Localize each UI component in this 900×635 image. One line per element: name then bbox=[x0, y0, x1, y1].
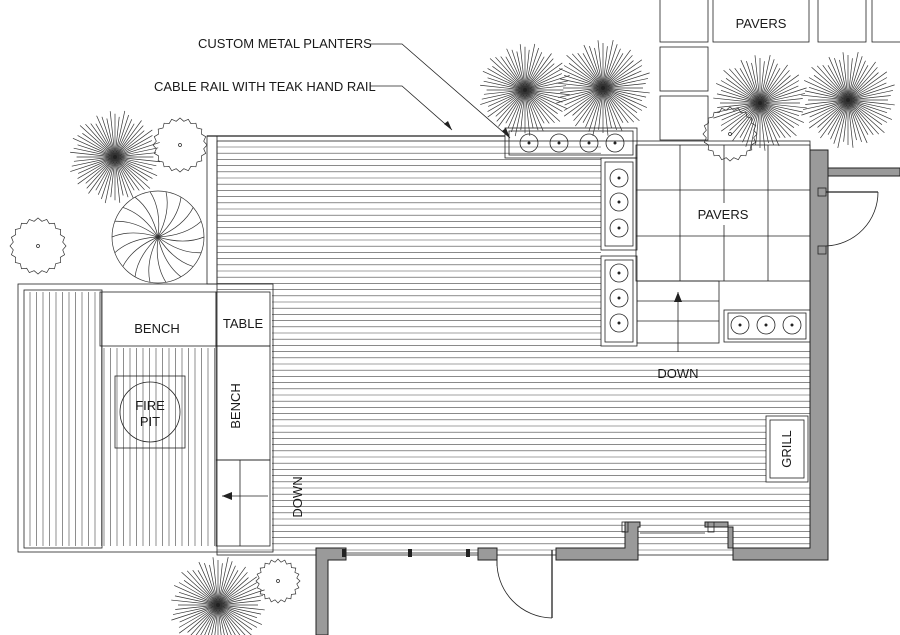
tree-symbol bbox=[713, 54, 807, 152]
planter-pot bbox=[549, 133, 569, 153]
shrub-symbol bbox=[255, 558, 301, 604]
lower-left-deck bbox=[17, 283, 274, 553]
planter-vertical-upper bbox=[600, 157, 638, 251]
planter-pot-center bbox=[617, 271, 621, 275]
label-pavers-mid: PAVERS bbox=[698, 207, 749, 222]
label-fire-pit-line2: PIT bbox=[140, 414, 160, 429]
planter-pot bbox=[609, 168, 629, 188]
planter-pot-center bbox=[617, 296, 621, 300]
steps-left bbox=[215, 459, 271, 547]
label-custom-metal-planters: CUSTOM METAL PLANTERS bbox=[198, 36, 372, 51]
fire-pit-base bbox=[114, 375, 186, 449]
planter-pot bbox=[609, 313, 629, 333]
planter-pot-center bbox=[587, 141, 591, 145]
planter-pot bbox=[609, 218, 629, 238]
tree-symbol-wheel bbox=[111, 190, 205, 284]
planter-pot bbox=[519, 133, 539, 153]
planter-pot-center bbox=[527, 141, 531, 145]
planter-pot bbox=[609, 192, 629, 212]
label-cable-rail: CABLE RAIL WITH TEAK HAND RAIL bbox=[154, 79, 376, 94]
label-down-right: DOWN bbox=[657, 366, 698, 381]
shrub-symbol bbox=[702, 106, 758, 162]
planter-pot bbox=[609, 263, 629, 283]
planter-pot-center bbox=[557, 141, 561, 145]
label-fire-pit-line1: FIRE bbox=[135, 398, 165, 413]
pavers-label-bg bbox=[690, 203, 756, 225]
planter-pot bbox=[579, 133, 599, 153]
leader-lines bbox=[370, 43, 511, 139]
main-deck bbox=[206, 135, 811, 556]
planter-pot-center bbox=[617, 200, 621, 204]
planter-pot-center bbox=[764, 323, 768, 327]
planter-pot bbox=[782, 315, 802, 335]
trees bbox=[9, 39, 895, 635]
label-pavers-top: PAVERS bbox=[736, 16, 787, 31]
house-walls bbox=[315, 149, 900, 635]
planter-pot-center bbox=[617, 321, 621, 325]
planter-pot bbox=[605, 133, 625, 153]
planter-pot bbox=[609, 288, 629, 308]
deck-boards bbox=[217, 146, 810, 551]
planter-top bbox=[504, 127, 638, 159]
shrub-symbol bbox=[9, 217, 67, 275]
planter-pot-center bbox=[738, 323, 742, 327]
planter-pot-center bbox=[617, 226, 621, 230]
planter-pot-center bbox=[613, 141, 617, 145]
left-deck-boards bbox=[29, 292, 215, 546]
tree-symbol bbox=[556, 39, 650, 137]
down-arrow-left bbox=[222, 492, 268, 500]
grill[interactable] bbox=[765, 415, 809, 483]
tree-symbol bbox=[171, 556, 265, 635]
steps-right bbox=[636, 280, 720, 352]
bench-vertical bbox=[215, 345, 271, 461]
label-grill: GRILL bbox=[779, 430, 794, 468]
label-bench-horizontal: BENCH bbox=[134, 321, 180, 336]
planter-pots bbox=[519, 133, 802, 335]
planter-vertical-lower bbox=[600, 255, 638, 347]
label-table: TABLE bbox=[223, 316, 264, 331]
label-down-left: DOWN bbox=[290, 476, 305, 517]
bench-horizontal bbox=[99, 291, 217, 347]
label-bench-vertical: BENCH bbox=[228, 383, 243, 429]
tree-symbol bbox=[480, 43, 570, 137]
planter-pot bbox=[756, 315, 776, 335]
shrub-symbol bbox=[152, 117, 208, 173]
tree-symbol bbox=[70, 110, 160, 204]
planter-pot-center bbox=[617, 176, 621, 180]
fire-pit bbox=[119, 381, 181, 443]
planter-pot-center bbox=[790, 323, 794, 327]
tree-symbol bbox=[801, 51, 895, 149]
planter-pot bbox=[730, 315, 750, 335]
